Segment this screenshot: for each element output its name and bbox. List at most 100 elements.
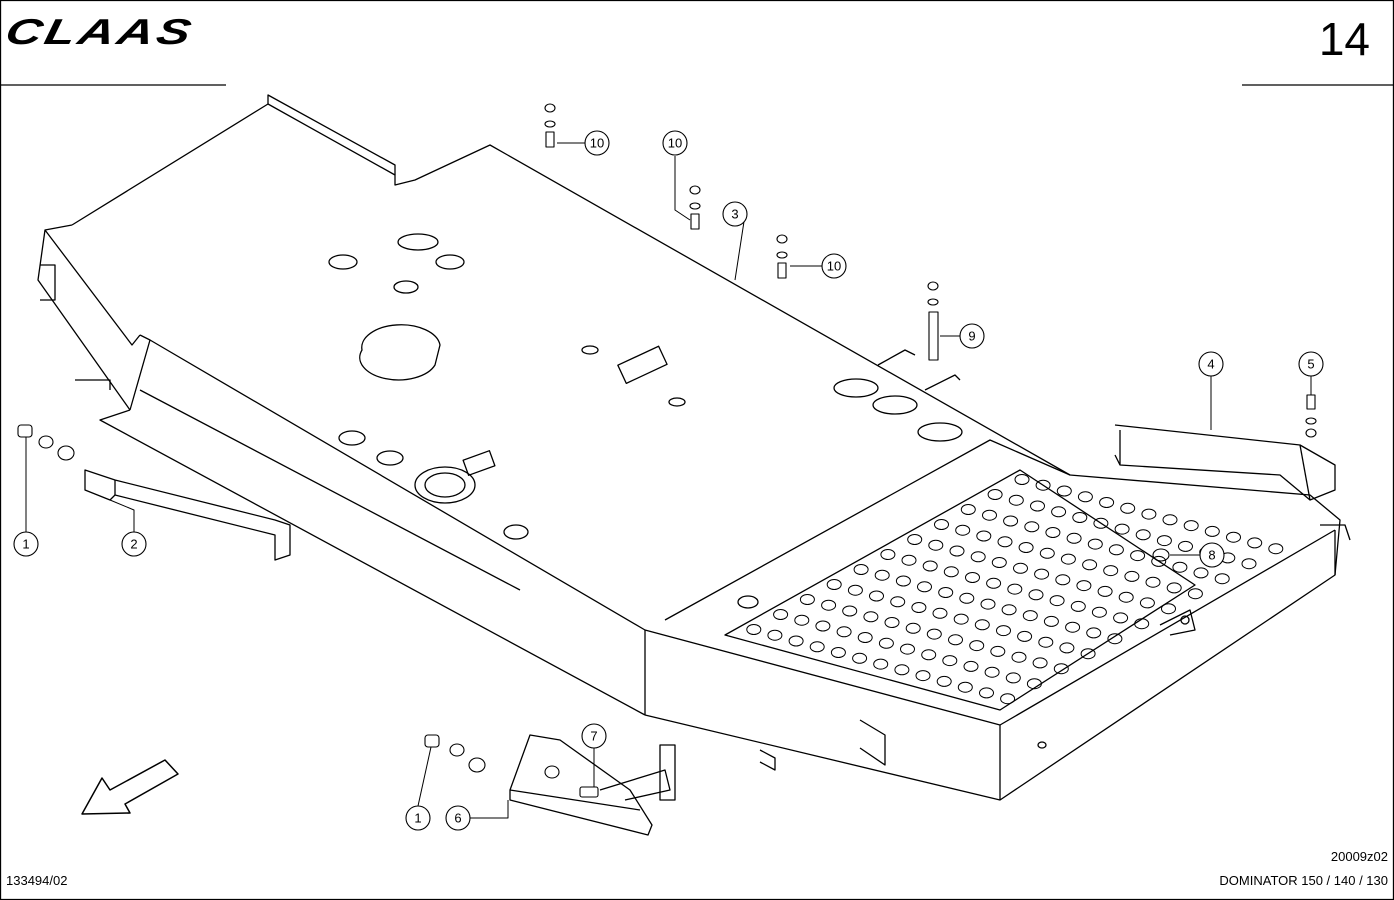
- perforation-hole: [900, 643, 915, 655]
- drawing-code: 20009z02: [1330, 849, 1388, 864]
- perforation-hole: [1183, 520, 1199, 532]
- perforation-hole: [895, 575, 911, 587]
- model-name: DOMINATOR 150 / 140 / 130: [1219, 873, 1388, 888]
- perforation-hole: [915, 670, 931, 682]
- perforation-hole: [932, 607, 948, 619]
- perforation-hole: [987, 489, 1003, 500]
- perforation-hole: [1056, 485, 1072, 497]
- perforation-hole: [1043, 615, 1059, 627]
- perforation-hole: [852, 652, 868, 664]
- perforation-hole: [970, 551, 986, 563]
- perforation-hole: [1268, 543, 1284, 555]
- perforation-hole: [979, 687, 994, 699]
- perforation-hole: [1014, 474, 1030, 485]
- perforation-hole: [934, 519, 949, 530]
- callout-label: 7: [590, 729, 597, 744]
- perforation-hole: [1026, 678, 1042, 690]
- perforation-hole: [1038, 636, 1054, 648]
- callout-label: 10: [590, 136, 604, 151]
- callout-circle: [581, 723, 607, 749]
- perforation-hole: [928, 539, 944, 551]
- perforation-hole: [1091, 606, 1107, 618]
- perforation-hole: [1151, 555, 1167, 567]
- perforation-hole: [905, 622, 921, 634]
- perforation-hole: [1103, 565, 1119, 577]
- perforation-hole: [1087, 538, 1103, 550]
- perforation-hole: [1076, 580, 1092, 592]
- perforation-hole: [1162, 514, 1178, 526]
- page-number: 14: [1318, 13, 1370, 65]
- perforation-hole: [955, 524, 971, 536]
- perforation-hole: [1070, 600, 1086, 612]
- perforation-hole: [842, 605, 858, 617]
- perforation-hole: [1134, 618, 1150, 630]
- perforation-hole: [942, 655, 958, 667]
- perforation-hole: [969, 640, 985, 652]
- part-2-stay: [84, 469, 291, 561]
- callout-c4: 4: [1198, 351, 1224, 377]
- callout-label: 4: [1207, 357, 1214, 372]
- perforation-hole: [982, 509, 997, 521]
- perforation-hole: [1135, 529, 1151, 541]
- perforation-hole: [799, 594, 815, 605]
- callout-c10b: 10: [662, 130, 688, 156]
- perforation-hole: [1172, 561, 1188, 573]
- perforation-hole: [938, 587, 954, 598]
- perforation-hole: [830, 647, 846, 658]
- perforation-hole: [926, 628, 942, 640]
- perforation-hole: [1214, 573, 1230, 585]
- platform-assembly: [37, 94, 1351, 801]
- perforation-hole: [1193, 567, 1209, 579]
- perforation-hole: [1039, 547, 1055, 559]
- perforation-hole: [1204, 525, 1220, 537]
- perforation-hole: [1007, 583, 1023, 595]
- callout-label: 2: [130, 537, 137, 552]
- perforation-hole: [1145, 576, 1161, 588]
- perforation-hole: [1097, 585, 1113, 597]
- perforation-hole: [1000, 693, 1016, 705]
- perforation-hole: [1034, 568, 1050, 580]
- perforation-hole: [1108, 544, 1124, 556]
- callout-label: 1: [22, 537, 29, 552]
- perforation-hole: [1226, 531, 1241, 543]
- perforation-hole: [857, 632, 873, 643]
- callout-label: 9: [968, 329, 975, 344]
- perforation-hole: [880, 549, 896, 560]
- callout-c2: 2: [121, 531, 147, 557]
- perforation-hole: [1099, 497, 1115, 508]
- callout-circle: [1298, 351, 1324, 377]
- perforation-hole: [873, 658, 889, 670]
- callout-circle: [1199, 542, 1225, 568]
- perforation-hole: [1055, 574, 1071, 586]
- perforation-hole: [1156, 535, 1172, 547]
- callout-c8: 8: [1199, 542, 1225, 568]
- perforation-hole: [809, 641, 825, 653]
- perforation-hole: [1241, 558, 1257, 570]
- perforation-hole: [1049, 595, 1065, 607]
- perforation-hole: [788, 635, 804, 647]
- perforation-hole: [1011, 651, 1027, 663]
- perforation-hole: [853, 564, 869, 575]
- perforation-hole: [1082, 559, 1098, 571]
- perforation-hole: [1086, 627, 1102, 639]
- perforation-hole: [907, 534, 923, 545]
- perforation-hole: [949, 545, 965, 557]
- perforation-hole: [1003, 515, 1019, 527]
- perforation-hole: [836, 626, 852, 638]
- perforation-hole: [965, 572, 980, 583]
- perforation-hole: [943, 566, 959, 578]
- perforation-hole: [1032, 657, 1048, 669]
- perforation-hole: [1008, 494, 1024, 506]
- perforation-hole: [1053, 663, 1069, 675]
- perforation-hole: [1077, 491, 1093, 503]
- perforation-hole: [1124, 570, 1140, 582]
- perforation-hole: [1120, 502, 1136, 514]
- perforation-hole: [1022, 610, 1038, 622]
- doc-number: 133494/02: [6, 873, 68, 888]
- perforation-hole: [974, 619, 990, 631]
- direction-arrow-icon: [81, 759, 179, 815]
- callout-label: 5: [1307, 357, 1314, 372]
- perforation-hole: [863, 611, 879, 623]
- callout-label: 3: [731, 207, 738, 222]
